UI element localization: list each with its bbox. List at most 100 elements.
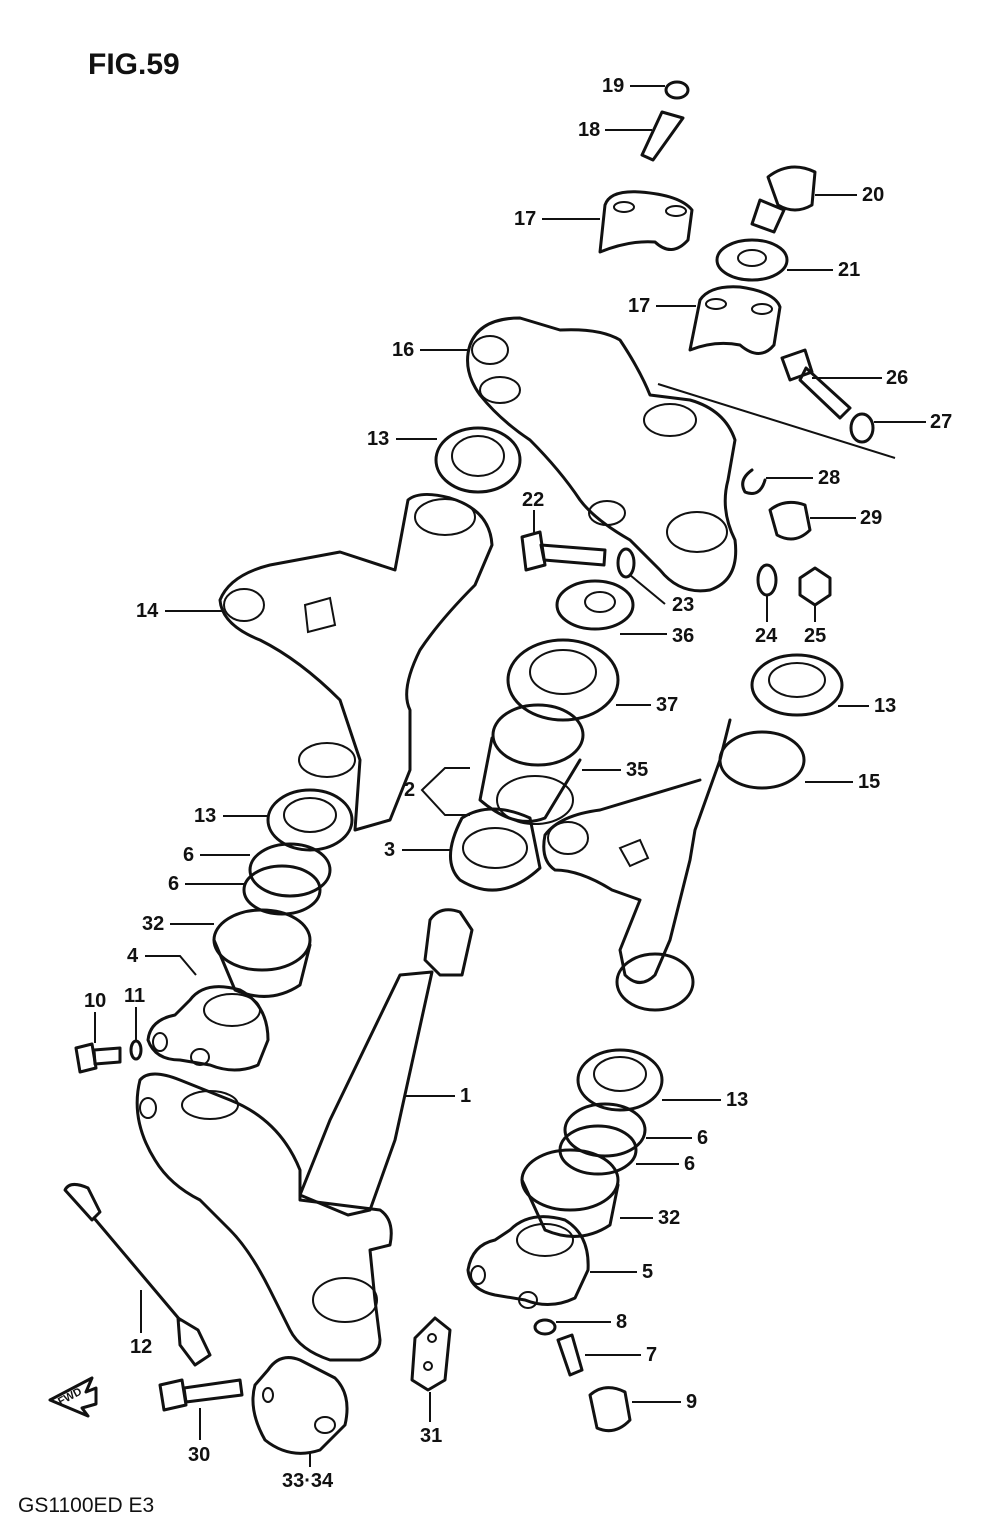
callout-20: 20 [815,184,884,206]
svg-text:8: 8 [616,1311,627,1333]
callout-13-d: 13 [662,1089,748,1111]
callout-13-c: 13 [194,805,268,827]
callout-6-a: 6 [183,844,250,866]
part-6-ring-right-1 [563,1102,647,1158]
callout-36: 36 [620,625,694,647]
part-20-bolt [750,165,817,234]
svg-text:13: 13 [367,428,389,450]
callout-10: 10 [84,990,106,1043]
callout-13-a: 13 [367,428,437,450]
svg-text:2: 2 [404,779,415,801]
part-6-ring-left-1 [248,842,332,898]
part-26-bolt [780,348,852,420]
svg-text:25: 25 [804,625,826,647]
svg-text:36: 36 [672,625,694,647]
callout-13-b: 13 [838,695,896,717]
callout-32-b: 32 [620,1207,680,1229]
callout-6-c: 6 [646,1127,708,1149]
callout-19: 19 [602,75,665,97]
part-11-washer [129,1039,143,1061]
callout-5: 5 [590,1261,653,1283]
callout-16: 16 [392,339,470,361]
svg-text:28: 28 [818,467,840,489]
callout-15: 15 [805,771,880,793]
callout-18: 18 [578,119,652,141]
svg-text:13: 13 [194,805,216,827]
part-3-bearing-race [449,807,542,892]
part-18-bolt [640,110,685,162]
svg-text:29: 29 [860,507,882,529]
part-35-bearing [478,703,585,825]
svg-text:5: 5 [642,1261,653,1283]
svg-text:14: 14 [136,600,159,622]
part-24-washer [756,563,778,597]
part-13-seal-left [266,788,354,852]
part-31-plate [410,1316,452,1392]
svg-text:10: 10 [84,990,106,1012]
svg-text:22: 22 [522,489,544,511]
part-30-bolt [158,1378,244,1412]
callout-6-d: 6 [636,1153,695,1175]
callout-17-lower: 17 [628,295,696,317]
callout-1: 1 [405,1085,471,1107]
svg-text:17: 17 [628,295,650,317]
callout-4: 4 [127,945,197,976]
part-28-lock-washer [741,468,767,495]
part-10-bolt [74,1042,122,1074]
callout-30: 30 [188,1408,210,1466]
callout-26: 26 [812,367,908,389]
svg-text:20: 20 [862,184,884,206]
callout-7: 7 [585,1344,657,1366]
svg-text:19: 19 [602,75,624,97]
part-15-headlight-bracket [542,718,806,1012]
svg-text:33·34: 33·34 [282,1470,334,1492]
part-22-bolt [520,530,607,572]
part-25-nut [798,566,832,607]
part-27-washer [849,412,875,444]
svg-text:23: 23 [672,594,694,616]
svg-text:35: 35 [626,759,648,781]
svg-text:32: 32 [142,913,164,935]
part-9-cap [588,1386,632,1433]
callout-14: 14 [136,600,222,622]
model-code: GS1100ED E3 [18,1494,154,1517]
part-8-o-ring [533,1318,557,1336]
part-5-fork-holder [466,1215,590,1309]
callout-6-b: 6 [168,873,244,895]
callout-24: 24 [755,596,778,647]
callout-33-34: 33·34 [282,1452,334,1492]
part-37-dust-seal [506,638,620,722]
part-17-handlebar-holder-upper [598,190,694,254]
part-7-grease-nipple [556,1333,584,1377]
callout-27: 27 [874,411,952,433]
svg-text:7: 7 [646,1344,657,1366]
callout-37: 37 [616,694,678,716]
part-33-34-clamp [251,1356,349,1455]
svg-text:37: 37 [656,694,678,716]
svg-text:32: 32 [658,1207,680,1229]
svg-text:13: 13 [874,695,896,717]
part-21-washer [715,238,789,282]
svg-text:6: 6 [697,1127,708,1149]
svg-text:6: 6 [684,1153,695,1175]
callout-8: 8 [556,1311,627,1333]
svg-text:31: 31 [420,1425,442,1447]
part-29-cap-nut [768,500,812,541]
svg-text:27: 27 [930,411,952,433]
part-32-cushion-right [520,1148,620,1238]
svg-text:30: 30 [188,1444,210,1466]
part-13-seal-lower-right [576,1048,664,1112]
svg-text:18: 18 [578,119,600,141]
forward-marker: FWD [56,1386,84,1408]
svg-text:21: 21 [838,259,860,281]
callout-28: 28 [766,467,840,489]
callout-35: 35 [582,759,648,781]
callout-21: 21 [787,259,860,281]
svg-text:1: 1 [460,1085,471,1107]
part-36-steering-stem-nut [555,579,635,631]
svg-text:6: 6 [168,873,179,895]
part-23-washer [616,547,636,579]
callout-22: 22 [522,489,544,535]
callout-2: 2 [404,767,470,816]
